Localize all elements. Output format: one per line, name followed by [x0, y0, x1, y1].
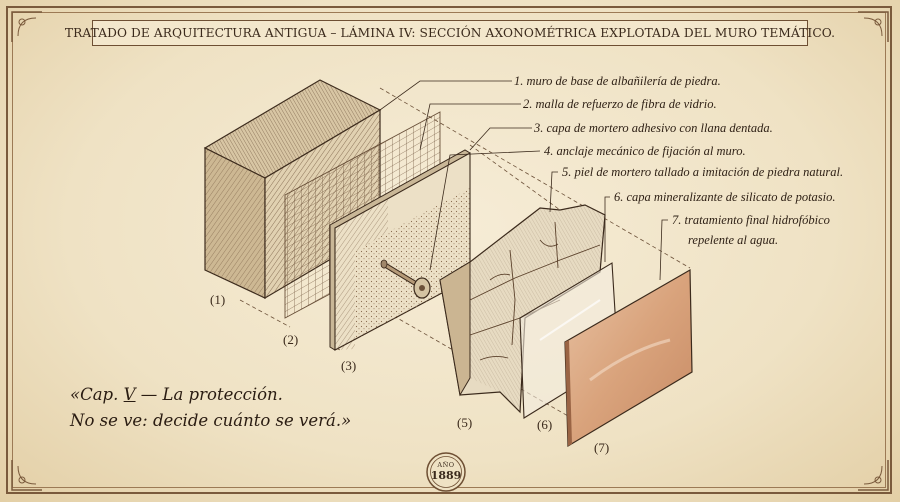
plate-title: TRATADO DE ARQUITECTURA ANTIGUA – LÁMINA…	[64, 26, 836, 40]
layer-number-6: (6)	[537, 417, 553, 432]
layer-number-5: (5)	[457, 415, 473, 430]
quote-chapter: V	[123, 385, 136, 404]
layer-4-mechanical-anchor	[380, 259, 431, 299]
corner-ornament-bottom-left	[11, 460, 42, 491]
layer-number-3: (3)	[341, 358, 357, 373]
layer-3-adhesive-mortar	[329, 149, 471, 351]
callout-7-label: 7. tratamiento final hidrofóbico	[672, 213, 830, 227]
callout-6-label: 6. capa mineralizante de silicato de pot…	[614, 190, 836, 204]
layer-number-7: (7)	[594, 440, 610, 455]
title-band: TRATADO DE ARQUITECTURA ANTIGUA – LÁMINA…	[65, 20, 835, 46]
year-seal: AÑO 1889	[425, 451, 467, 493]
chapter-quote: «Cap. V — La protección. No se ve: decid…	[70, 382, 351, 434]
quote-suffix: — La protección.	[135, 385, 283, 404]
callout-1-label: 1. muro de base de albañilería de piedra…	[514, 74, 721, 88]
seal-year: 1889	[430, 469, 462, 482]
seal-label: AÑO	[437, 461, 455, 469]
quote-line-2: No se ve: decide cuánto se verá.»	[70, 411, 352, 430]
layer-7-hydrophobic-finish	[564, 268, 693, 448]
layer-number-1: (1)	[210, 292, 226, 307]
callout-2-label: 2. malla de refuerzo de fibra de vidrio.	[523, 97, 717, 111]
callout-5-label: 5. piel de mortero tallado a imitación d…	[562, 165, 844, 179]
corner-ornament-top-right	[858, 11, 889, 42]
corner-ornament-top-left	[11, 11, 42, 42]
outer-border	[6, 6, 892, 494]
layer-number-2: (2)	[283, 332, 299, 347]
callout-7-label-line2: repelente al agua.	[688, 233, 779, 247]
quote-line-1: «Cap. V — La protección.	[70, 382, 351, 408]
leader-lines	[379, 80, 668, 281]
callout-4-label: 4. anclaje mecánico de fijación al muro.	[544, 144, 746, 158]
seal-ring-icon	[426, 452, 466, 492]
quote-prefix: «Cap.	[70, 385, 124, 404]
corner-ornament-bottom-right	[858, 460, 889, 491]
callout-3-label: 3. capa de mortero adhesivo con llana de…	[534, 121, 773, 135]
